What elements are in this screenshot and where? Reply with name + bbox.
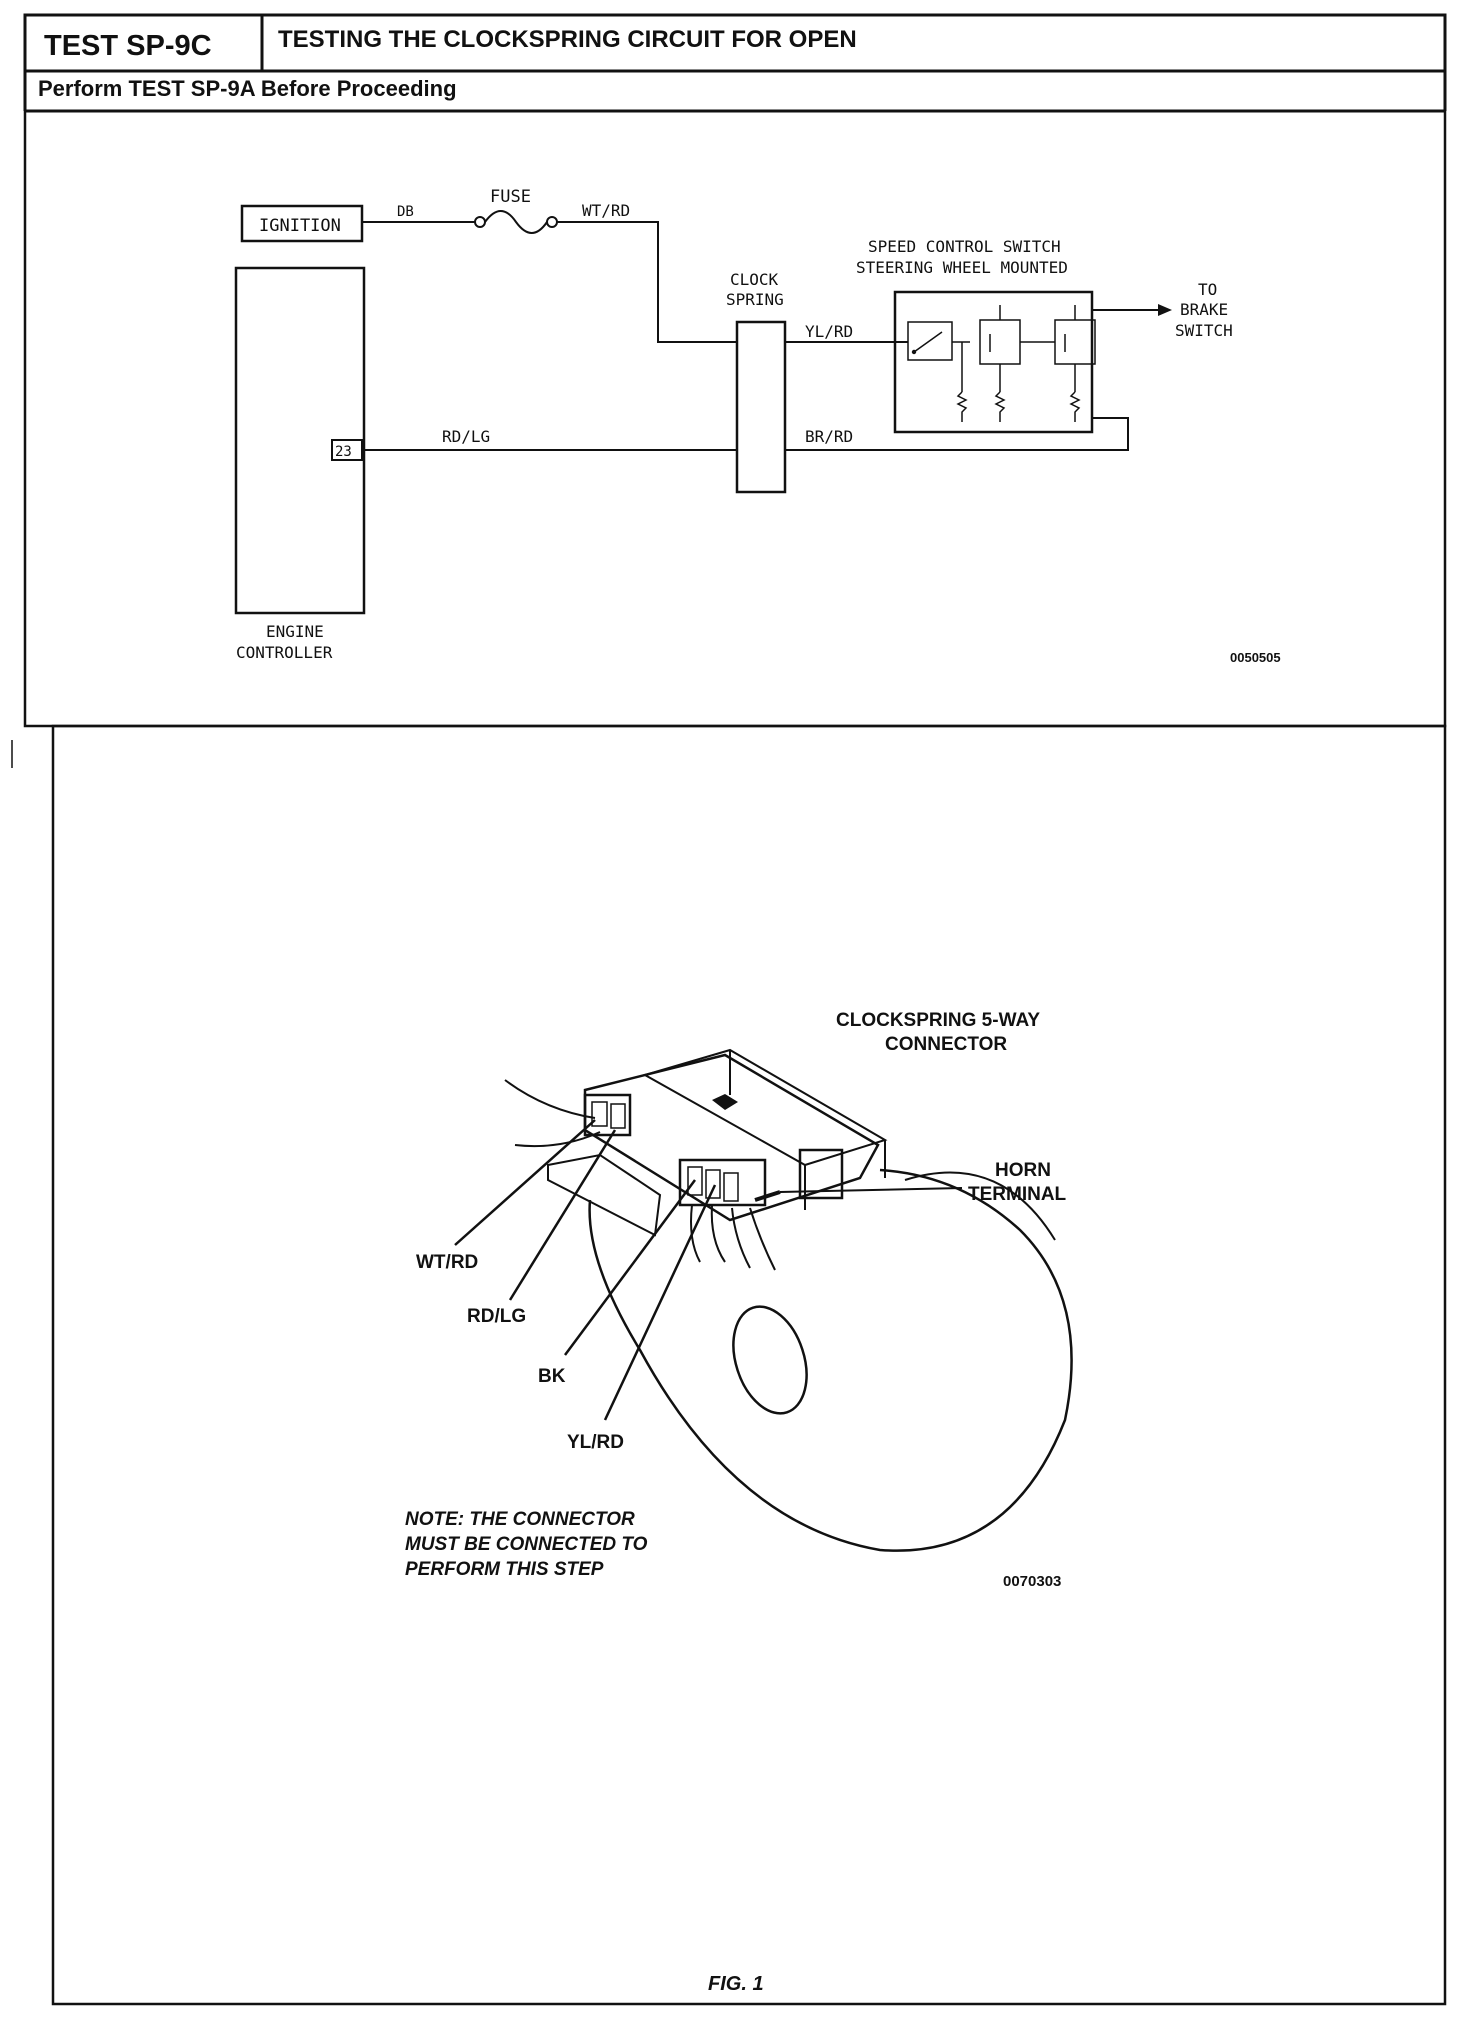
pin-23-label: 23	[335, 444, 352, 460]
engine-controller-box	[234, 266, 366, 615]
harness-wire-5	[731, 1207, 751, 1269]
connector-frame	[51, 724, 1447, 2006]
clockspring-label-line2: SPRING	[726, 290, 784, 309]
connector-figure-code: 0070303	[1003, 1573, 1061, 1590]
page-title: TESTING THE CLOCKSPRING CIRCUIT FOR OPEN	[278, 26, 857, 53]
cavity-center-pin-3	[723, 1172, 739, 1202]
speed-control-label-line1: SPEED CONTROL SWITCH	[868, 237, 1061, 256]
cavity-center-pin-1	[687, 1166, 703, 1196]
wire-br-rd-label: BR/RD	[805, 427, 853, 446]
fuse-label: FUSE	[490, 187, 531, 207]
figure-label: FIG. 1	[708, 1973, 764, 1995]
note-line2: MUST BE CONNECTED TO	[405, 1534, 648, 1555]
fuse-icon	[484, 210, 548, 234]
connector-title-line1: CLOCKSPRING 5-WAY	[836, 1010, 1040, 1031]
wire-label-wt-rd: WT/RD	[416, 1252, 478, 1273]
fuse-terminal-right	[546, 216, 558, 228]
switch-module-box	[893, 290, 1094, 434]
harness-wire-2	[514, 1131, 601, 1148]
rd-lg-callout-line	[508, 1129, 617, 1301]
connector-housing-top	[583, 1053, 880, 1222]
connector-title-line2: CONNECTOR	[885, 1034, 1007, 1055]
clockspring-disc	[588, 1168, 1073, 1552]
resistor-1	[956, 391, 968, 422]
ignition-label: IGNITION	[259, 216, 341, 236]
to-brake-line1: TO	[1198, 280, 1217, 299]
wire-rd-lg-label: RD/LG	[442, 427, 490, 446]
wire-br-rd	[785, 417, 1129, 451]
engine-label-line1: ENGINE	[266, 622, 324, 641]
wt-rd-callout-line	[454, 1119, 596, 1246]
resistor-3	[1069, 391, 1081, 422]
note-line1: NOTE: THE CONNECTOR	[405, 1509, 635, 1530]
on-off-switch-contact	[911, 349, 917, 355]
harness-wire-4	[710, 1204, 726, 1263]
harness-wire-1	[504, 1079, 596, 1119]
schematic-frame	[23, 109, 1447, 728]
to-brake-line2: BRAKE	[1180, 300, 1228, 319]
wire-label-bk: BK	[538, 1366, 566, 1387]
clockspring-hub	[732, 1305, 808, 1415]
resistor-2	[994, 391, 1006, 422]
arrow-right-icon	[1158, 304, 1172, 316]
clockspring-rim	[904, 1171, 1056, 1241]
horn-callout-line	[779, 1187, 963, 1193]
resume-switch-box	[1054, 319, 1096, 365]
header-box	[23, 13, 1447, 73]
speed-control-label-line2: STEERING WHEEL MOUNTED	[856, 258, 1068, 277]
horn-terminal-tab	[754, 1190, 781, 1202]
to-brake-line3: SWITCH	[1175, 321, 1233, 340]
engine-label-line2: CONTROLLER	[236, 643, 333, 662]
ignition-box	[240, 204, 364, 243]
fuse-terminal-left	[474, 216, 486, 228]
schematic-figure-code: 0050505	[1230, 650, 1281, 665]
cavity-left-pin-1	[591, 1101, 608, 1127]
harness-wire-6	[749, 1207, 776, 1271]
clockspring-label-line1: CLOCK	[730, 270, 779, 289]
wire-db-label: DB	[397, 204, 414, 220]
connector-panel: CLOCKSPRING 5-WAY CONNECTOR	[51, 724, 1447, 2006]
cavity-center	[678, 1158, 767, 1207]
connector-latch	[712, 1094, 738, 1110]
wire-label-rd-lg: RD/LG	[467, 1306, 526, 1327]
test-id: TEST SP-9C	[44, 30, 212, 62]
wire-label-yl-rd: YL/RD	[567, 1432, 624, 1453]
cavity-left	[583, 1093, 632, 1137]
yl-rd-callout-line	[603, 1184, 717, 1421]
set-switch-box	[979, 319, 1021, 365]
note-line3: PERFORM THIS STEP	[405, 1559, 604, 1580]
on-off-switch-box	[907, 321, 953, 361]
wire-yl-rd-label: YL/RD	[805, 322, 853, 341]
wire-wt-rd-label: WT/RD	[582, 201, 630, 220]
cavity-left-pin-2	[610, 1103, 626, 1129]
bk-callout-line	[563, 1179, 697, 1356]
cavity-center-pin-2	[705, 1169, 721, 1199]
horn-label-line2: TERMINAL	[968, 1184, 1067, 1205]
connector-tab	[547, 1153, 662, 1237]
clockspring-box	[735, 320, 787, 494]
page-subtitle: Perform TEST SP-9A Before Proceeding	[38, 76, 457, 101]
wire-wt-rd	[557, 221, 737, 343]
horn-terminal-block	[798, 1148, 844, 1200]
header: TEST SP-9C TESTING THE CLOCKSPRING CIRCU…	[23, 13, 1447, 113]
schematic-panel: IGNITION DB FUSE WT/RD 23 ENGINE CONTROL…	[23, 109, 1447, 728]
horn-label-line1: HORN	[995, 1160, 1051, 1181]
on-off-switch-blade	[913, 331, 943, 353]
